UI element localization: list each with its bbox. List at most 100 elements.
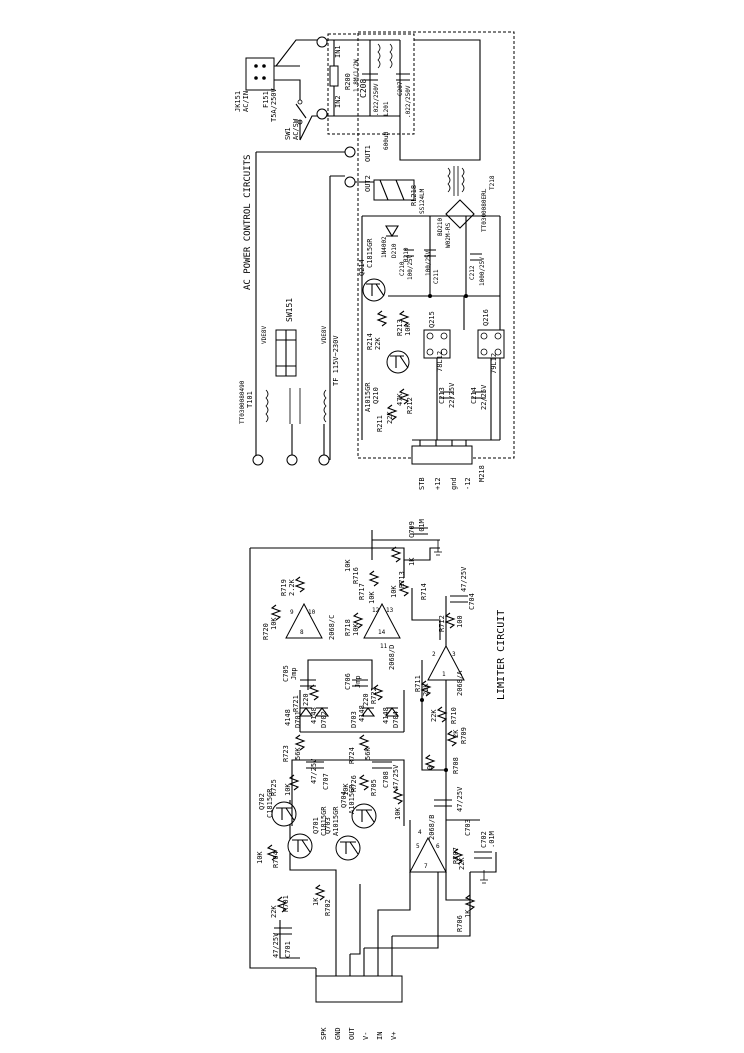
- r214-label: R214: [366, 333, 374, 350]
- c709-value: .01M: [418, 519, 426, 536]
- r710-value: 22K: [430, 709, 438, 722]
- resistor-r725: R725 10K: [270, 774, 300, 796]
- bridge-bd210: BD210 W02M-RS: [437, 199, 475, 248]
- r200-label: R200: [344, 73, 352, 90]
- d704-label: D704: [392, 711, 400, 728]
- pin-out: OUT: [348, 1027, 356, 1040]
- capacitor-c708: C708 47/25V: [372, 761, 400, 790]
- pin-stb: STB: [418, 477, 426, 490]
- resistor-r713: R713 10K: [390, 571, 410, 598]
- resistor-r723: R723 56K: [282, 734, 306, 762]
- c708-value: 47/25V: [392, 764, 400, 790]
- transistor-q704: Q704 A1015GR: [340, 784, 377, 829]
- resistor-r719: R719 2.2K: [280, 576, 306, 596]
- resistor-r718: R718 10K: [344, 612, 364, 636]
- transformer-t218: T218 TT0300080ERL: [447, 166, 496, 232]
- r711-value: 22K: [422, 683, 430, 696]
- sw1-label: SW1: [284, 127, 292, 140]
- r702-value: 1K: [312, 897, 320, 906]
- r712-label: R712: [438, 615, 446, 632]
- r720-value: 10K: [270, 617, 278, 630]
- r724-label: R724: [348, 747, 356, 764]
- resistor-r707: R707 22K: [452, 847, 466, 870]
- capacitor-c707: C707 47/25V: [306, 758, 330, 790]
- c213-value: 22/25V: [448, 382, 456, 408]
- pin-10: 10: [308, 609, 316, 616]
- transistor-q210: Q210 A1015GR: [364, 350, 410, 412]
- q214-label: Q214: [358, 259, 366, 276]
- c211-label: C211: [433, 269, 440, 284]
- voltage-switch-sw151: SW151 VDE8V VDE8V TF 115V~230V: [261, 298, 340, 386]
- resistor-r213: R213 10K: [396, 310, 412, 336]
- transistor-q214: Q214 C1815GR: [358, 238, 386, 302]
- r707-label: R707: [452, 847, 460, 864]
- resistor-r211: R211 22K: [376, 404, 398, 432]
- pin-14: 14: [378, 629, 386, 636]
- pin-vminus: V-: [362, 1032, 370, 1040]
- r714-label: R714: [420, 583, 428, 600]
- r707-value: 22K: [458, 857, 466, 870]
- t218-pn: TT0300080ERL: [481, 188, 488, 232]
- capacitor-c701: C701 47/25V: [272, 927, 292, 958]
- capacitor-c703: C703 47/25V: [434, 786, 472, 836]
- fuse-f151: F151 T5A/250V: [262, 65, 301, 122]
- pin-13: 13: [386, 607, 394, 614]
- vr-value: 1K: [408, 557, 416, 566]
- relay-rl218: RL218 SS124LM: [373, 179, 426, 214]
- pin-in: IN: [376, 1032, 384, 1040]
- r717-label: R717: [358, 583, 366, 600]
- r723-label: R723: [282, 745, 290, 762]
- c212-value: 1000/25V: [479, 257, 486, 286]
- ac-power-section: AC POWER CONTROL CIRCUITS JK151 AC/IN F1…: [234, 31, 515, 490]
- pin-7: 7: [424, 863, 428, 870]
- d703-pn: 4148: [358, 705, 366, 722]
- transistor-q703: Q703 A1015GR: [324, 806, 361, 861]
- resistor-r709: R709 2K: [446, 727, 468, 747]
- capacitor-c212: C212 1000/25V: [469, 253, 486, 286]
- r716-label: R716: [352, 567, 360, 584]
- resistor-r214: R214 22K: [366, 310, 388, 350]
- c210-label: C210: [399, 261, 406, 276]
- t218-label: T218: [489, 175, 496, 190]
- r210-label: R210: [403, 247, 410, 262]
- filter-board-outline: [327, 33, 415, 135]
- r720-label: R720: [262, 623, 270, 640]
- c708-label: C708: [382, 771, 390, 788]
- r708-value: 0: [426, 766, 434, 770]
- c702-value: .01M: [488, 831, 496, 848]
- r212-value: 47K: [396, 393, 404, 406]
- r723-value: 56K: [294, 747, 302, 760]
- r719-value: 2.2K: [288, 578, 296, 596]
- pin-9: 9: [290, 609, 294, 616]
- resistor-r722: R722 220: [362, 684, 384, 706]
- pin-vplus: V+: [390, 1032, 398, 1040]
- t101-label: T101: [246, 391, 254, 408]
- r718-value: 10K: [352, 623, 360, 636]
- r708-label: R708: [452, 757, 460, 774]
- f151-label: F151: [262, 91, 270, 108]
- l201-label: L201: [383, 101, 390, 116]
- bd210-label: BD210: [437, 218, 444, 236]
- pin-11: 11: [380, 643, 388, 650]
- ac-sw-label: AC/SW: [292, 118, 300, 140]
- r214-value: 22K: [374, 337, 382, 350]
- q704-label: Q704: [340, 791, 348, 808]
- capacitor-c214: C214 22/25V: [470, 384, 488, 410]
- pin-3: 3: [452, 651, 456, 658]
- d701-label: D701: [294, 711, 302, 728]
- r721-label: R721: [292, 695, 300, 712]
- diode-d702: D702 4148: [310, 707, 330, 728]
- r212-label: R212: [406, 397, 414, 414]
- q215-label: Q215: [428, 311, 436, 328]
- in1-label: IN1: [334, 45, 342, 58]
- pin-minus12: -12: [464, 477, 472, 490]
- c207-value: .022/250V: [405, 85, 412, 118]
- r711-label: R711: [414, 675, 422, 692]
- r725-value: 10K: [284, 783, 292, 796]
- diode-d701: D701 4148: [284, 707, 314, 728]
- regulator-q216: Q216 79L12: [477, 309, 505, 374]
- d704-pn: 4148: [382, 707, 390, 724]
- r722-label: R722: [370, 687, 378, 704]
- r724-value: 56K: [364, 747, 372, 760]
